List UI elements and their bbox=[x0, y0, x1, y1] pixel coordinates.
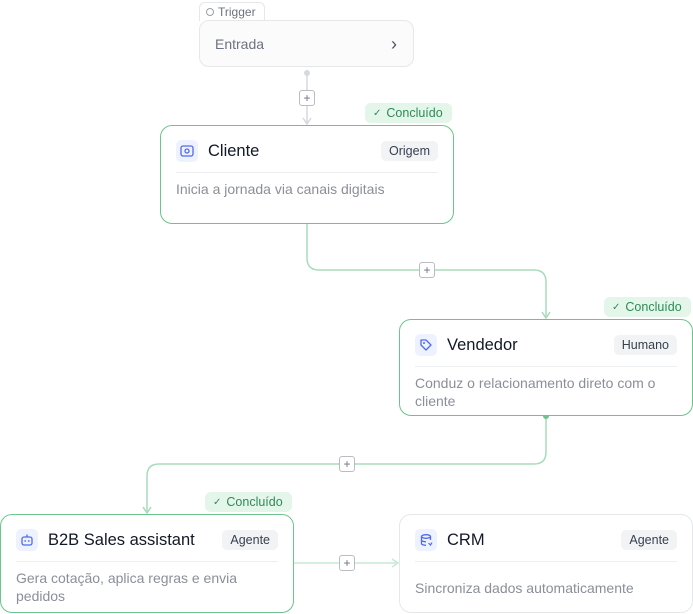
add-step-button[interactable]: + bbox=[339, 456, 355, 472]
trigger-tag: Trigger bbox=[199, 2, 265, 21]
node-description: Gera cotação, aplica regras e envia pedi… bbox=[16, 570, 238, 604]
node-crm[interactable]: CRM Agente Sincroniza dados automaticame… bbox=[399, 514, 693, 613]
arrow-head bbox=[391, 558, 400, 568]
node-description: Conduz o relacionamento direto com o cli… bbox=[415, 375, 656, 409]
trigger-entry-card[interactable]: Entrada › bbox=[199, 20, 414, 67]
chevron-right-icon: › bbox=[391, 33, 397, 54]
status-badge-vendedor: ✓ Concluído bbox=[604, 297, 691, 317]
add-step-button[interactable]: + bbox=[419, 262, 435, 278]
status-badge-cliente: ✓ Concluído bbox=[365, 103, 452, 123]
node-type-badge: Agente bbox=[222, 530, 278, 550]
scan-face-icon bbox=[176, 140, 198, 162]
node-title: B2B Sales assistant bbox=[48, 530, 195, 549]
arrow-head bbox=[142, 506, 152, 515]
arrow-head bbox=[302, 117, 312, 126]
node-type-badge: Origem bbox=[381, 141, 438, 161]
node-vendedor[interactable]: Vendedor Humano Conduz o relacionamento … bbox=[399, 319, 693, 416]
divider bbox=[16, 561, 278, 562]
node-type-badge: Agente bbox=[621, 530, 677, 550]
status-label: Concluído bbox=[386, 106, 443, 120]
status-label: Concluído bbox=[625, 300, 682, 314]
node-title: Cliente bbox=[208, 141, 260, 160]
connector-dot bbox=[304, 70, 310, 76]
check-icon: ✓ bbox=[373, 107, 382, 119]
status-badge-b2b: ✓ Concluído bbox=[205, 492, 292, 512]
trigger-icon bbox=[206, 8, 214, 16]
add-step-button[interactable]: + bbox=[339, 555, 355, 571]
node-description: Sincroniza dados automaticamente bbox=[415, 580, 634, 596]
bot-icon bbox=[16, 529, 38, 551]
node-title: Vendedor bbox=[447, 335, 518, 354]
divider bbox=[415, 561, 677, 562]
trigger-tag-label: Trigger bbox=[218, 5, 256, 19]
arrow-head bbox=[541, 311, 551, 320]
check-icon: ✓ bbox=[213, 496, 222, 508]
add-step-button[interactable]: + bbox=[299, 90, 315, 106]
divider bbox=[176, 172, 438, 173]
node-b2b-sales-assistant[interactable]: B2B Sales assistant Agente Gera cotação,… bbox=[0, 514, 294, 613]
tag-icon bbox=[415, 334, 437, 356]
database-sync-icon bbox=[415, 529, 437, 551]
node-title: CRM bbox=[447, 530, 485, 549]
node-description: Inicia a jornada via canais digitais bbox=[176, 181, 385, 197]
trigger-entry-label: Entrada bbox=[215, 35, 265, 52]
node-type-badge: Humano bbox=[613, 335, 677, 355]
check-icon: ✓ bbox=[612, 301, 621, 313]
divider bbox=[415, 366, 677, 367]
status-label: Concluído bbox=[226, 495, 283, 509]
node-cliente[interactable]: Cliente Origem Inicia a jornada via cana… bbox=[160, 125, 454, 224]
